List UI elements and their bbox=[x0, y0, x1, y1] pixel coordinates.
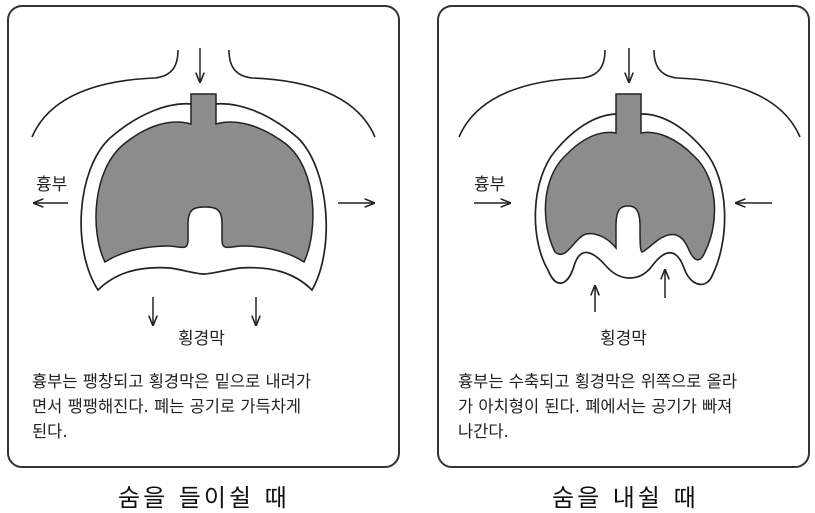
inhale-description: 흉부는 팽창되고 횡경막은 밑으로 내려가 면서 팽팽해진다. 폐는 공기로 가… bbox=[32, 369, 402, 444]
chest-label: 흉부 bbox=[474, 170, 505, 195]
diaphragm-label: 횡경막 bbox=[178, 324, 225, 349]
body-outline-left bbox=[459, 50, 605, 137]
chest-label: 흉부 bbox=[36, 170, 67, 195]
exhale-caption: 숨을 내쉴 때 bbox=[552, 478, 699, 513]
diaphragm-label: 횡경막 bbox=[600, 324, 647, 349]
exhale-description: 흉부는 수축되고 횡경막은 위쪽으로 올라 가 아치형이 된다. 폐에서는 공기… bbox=[458, 369, 803, 444]
inhale-caption: 숨을 들이쉴 때 bbox=[118, 478, 290, 513]
